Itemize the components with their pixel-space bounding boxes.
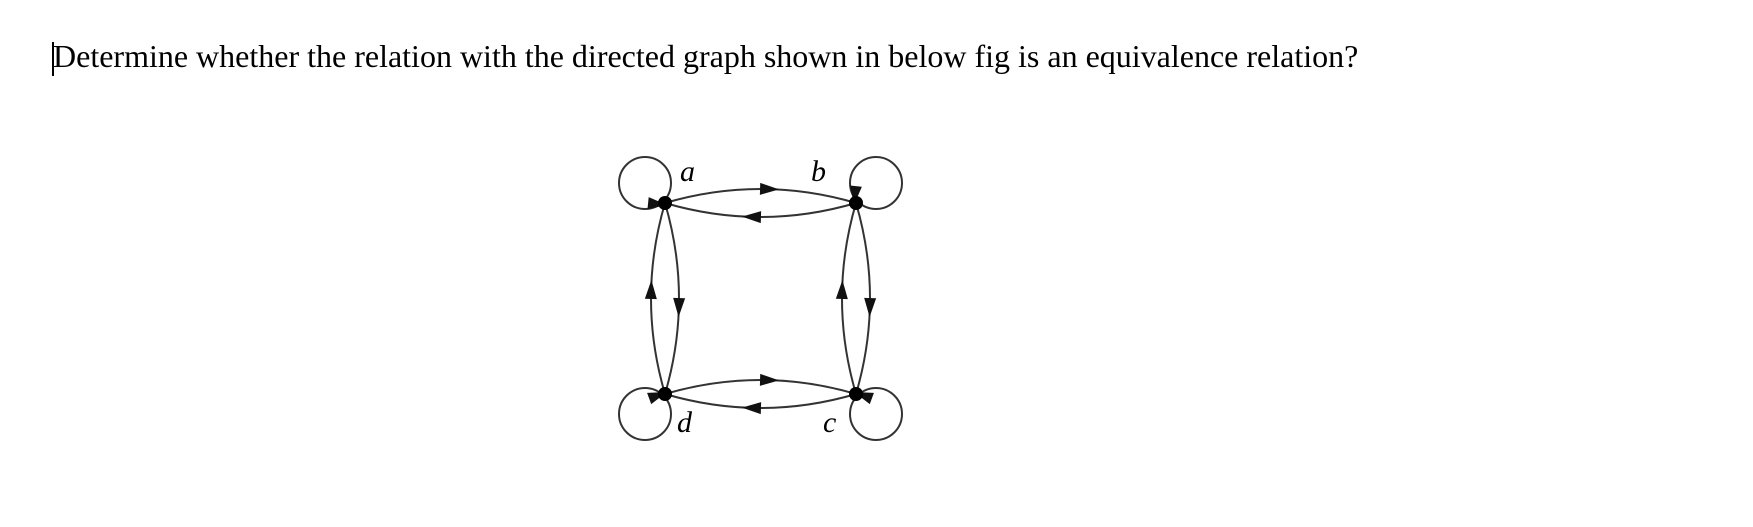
node-label-a: a <box>680 155 695 188</box>
edge-b-to-c-arrow <box>864 297 877 318</box>
graph-nodes <box>658 196 863 401</box>
node-c <box>849 387 863 401</box>
edge-c-to-d-arrow <box>741 402 762 415</box>
directed-graph: a b c d <box>618 155 903 441</box>
loop-a <box>618 156 672 210</box>
loop-arrow-a <box>647 197 667 210</box>
node-a <box>658 196 672 210</box>
node-label-c: c <box>823 406 836 439</box>
graph-labels: a b c d <box>677 155 836 439</box>
node-b <box>849 196 863 210</box>
edge-d-to-c-arrow <box>759 373 780 386</box>
question-text: Determine whether the relation with the … <box>53 38 1359 74</box>
edge-c-to-b-arrow <box>835 279 848 300</box>
node-d <box>658 387 672 401</box>
text-cursor <box>52 42 54 76</box>
loop-arrow-b <box>849 185 862 205</box>
edge-d-to-a-arrow <box>644 279 657 300</box>
edge-a-to-d-arrow <box>673 297 686 318</box>
edge-b-to-a-arrow <box>741 211 762 224</box>
loop-d <box>618 387 672 441</box>
loop-c <box>849 387 903 441</box>
node-label-b: b <box>811 155 826 188</box>
edge-a-to-b-arrow <box>759 182 780 195</box>
graph-edges <box>618 156 903 441</box>
loop-b <box>849 156 903 210</box>
node-label-d: d <box>677 406 693 439</box>
